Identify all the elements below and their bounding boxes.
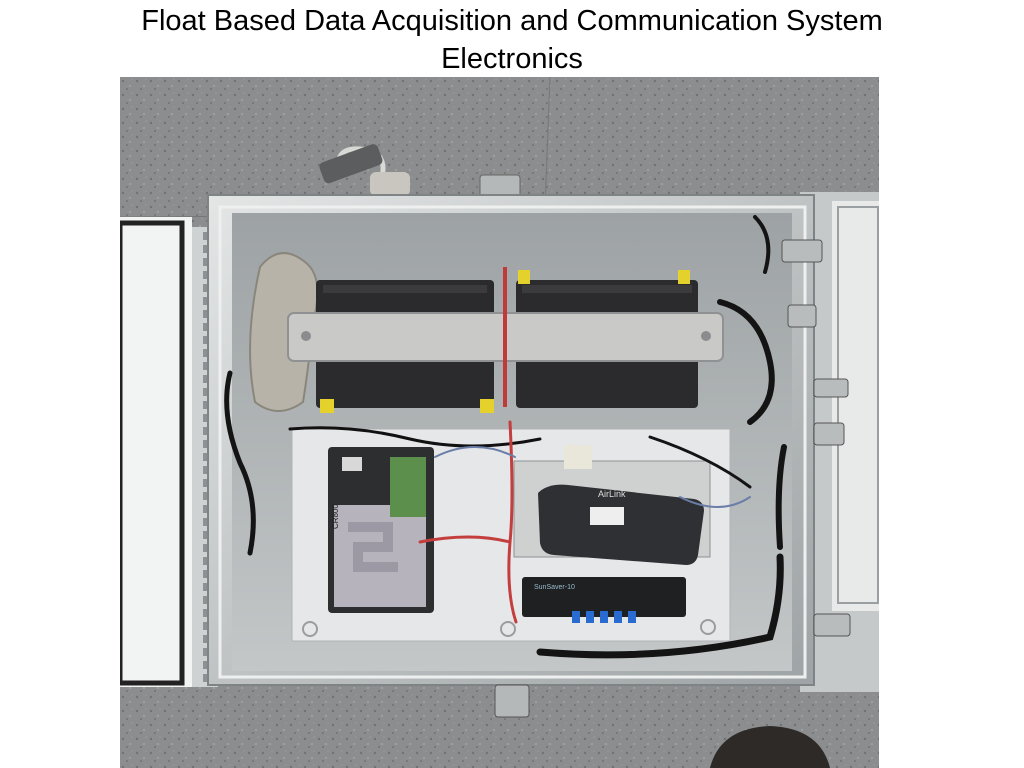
left-lid: [120, 217, 218, 687]
charge-controller: SunSaver-10: [522, 577, 686, 623]
slide-title-line-1: Float Based Data Acquisition and Communi…: [141, 5, 883, 37]
desiccant-bag: [249, 252, 319, 412]
battery-terminals: [320, 267, 690, 413]
cellular-modem: AirLink: [513, 445, 711, 565]
slide-title: Float Based Data Acquisition and Communi…: [0, 2, 1024, 78]
modem-brand-label: AirLink: [598, 489, 626, 499]
right-lid: [800, 192, 879, 692]
bottom-latch: [494, 684, 530, 718]
enclosure-photo: CR800 AirLink SunSaver-10: [120, 77, 879, 768]
padlock: [319, 144, 410, 196]
side-clamps: [781, 239, 851, 637]
slide-title-line-2: Electronics: [441, 43, 583, 75]
data-logger: CR800: [328, 447, 434, 613]
logger-model-label: CR800: [331, 504, 340, 529]
cables: [224, 215, 787, 659]
charge-controller-label: SunSaver-10: [534, 584, 575, 591]
shoe: [710, 726, 830, 768]
